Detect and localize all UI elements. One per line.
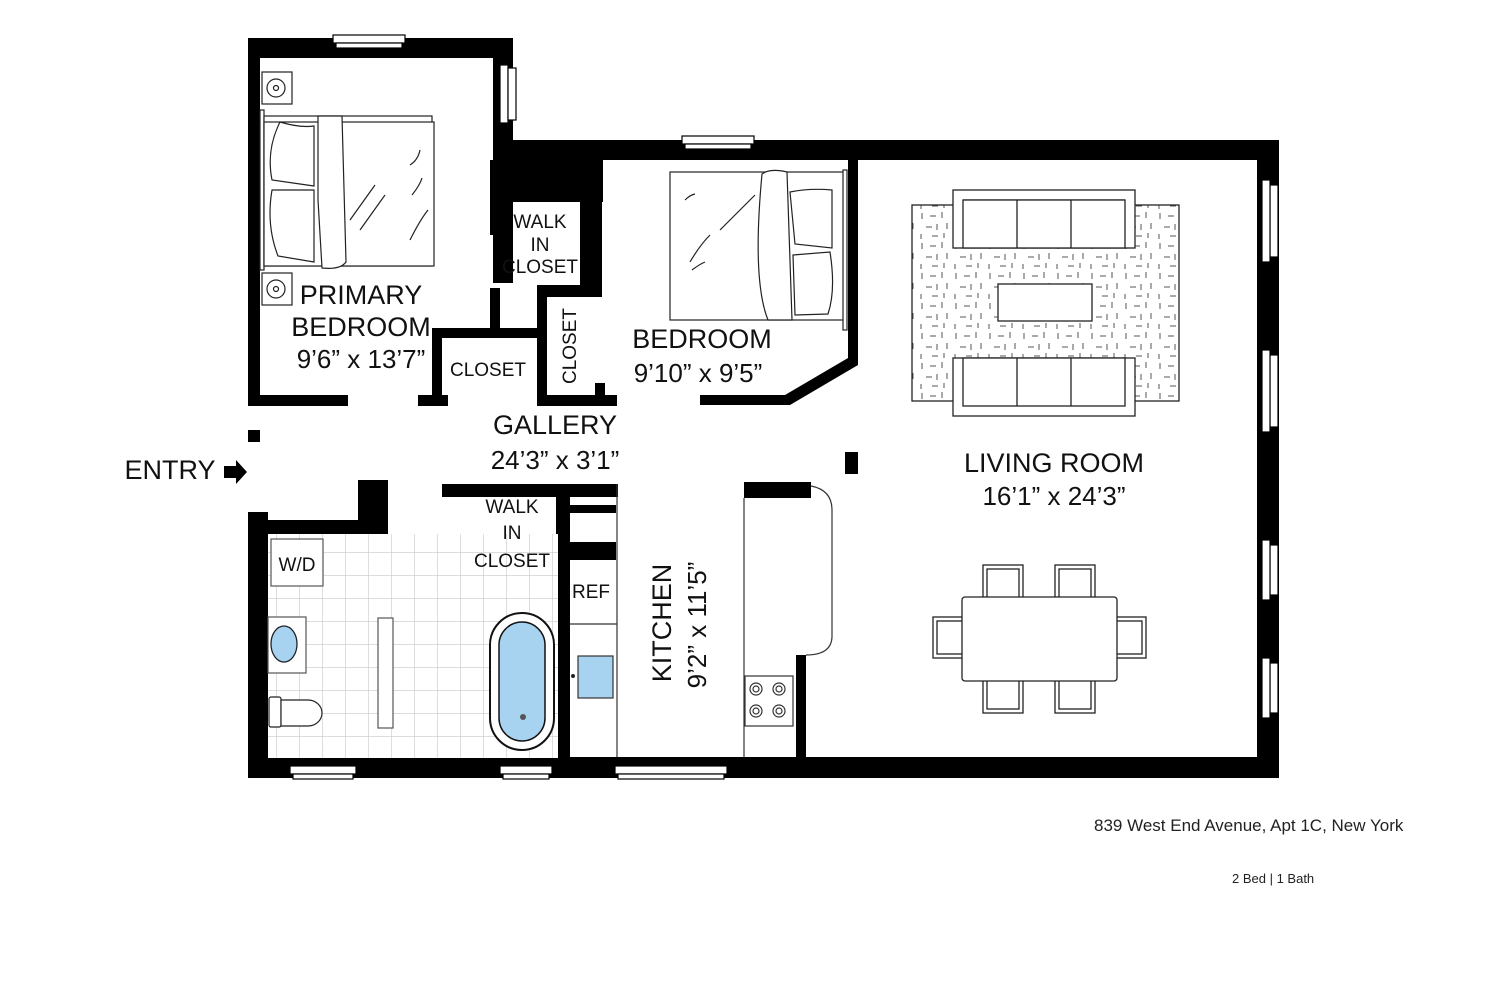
dining-table-icon [932,564,1147,714]
walk-in-closet-lower-1: WALK [485,497,538,518]
entry-label: ENTRY [124,455,215,485]
coffee-table [997,283,1093,322]
kitchen-sink-icon [577,655,614,699]
bedroom-name: BEDROOM [632,324,772,354]
room-labels: ENTRY PRIMARY BEDROOM 9’6” x 13’7” WALK … [124,212,1144,688]
entry-arrow-icon [224,460,247,484]
walk-in-closet-lower-3: CLOSET [474,551,550,572]
windows [289,34,1279,780]
washer-dryer-label: W/D [279,555,316,576]
property-address: 839 West End Avenue, Apt 1C, New York [1094,816,1404,835]
gallery-dimensions: 24’3” x 3’1” [491,445,620,475]
living-room-name: LIVING ROOM [964,448,1144,478]
bedroom-dimensions: 9’10” x 9’5” [634,358,763,388]
walk-in-closet-upper-1: WALK [513,212,566,233]
kitchen-fixtures [570,484,833,757]
primary-bedroom-dimensions: 9’6” x 13’7” [297,344,426,374]
refrigerator-label: REF [572,582,610,603]
walk-in-closet-upper-2: IN [531,235,550,256]
bedroom-bed-icon [669,169,848,331]
closet-vertical-label: CLOSET [560,308,581,384]
toilet-icon [280,699,323,727]
washer-dryer [270,538,324,587]
kitchen-dimensions: 9’2” x 11’5” [682,562,712,689]
primary-bed-icon [259,71,435,306]
bed-bath-summary: 2 Bed | 1 Bath [1232,871,1315,886]
walk-in-closet-upper-3: CLOSET [502,257,578,278]
living-furniture [911,189,1180,714]
walk-in-closet-lower-2: IN [503,523,522,544]
primary-bedroom-name-2: BEDROOM [291,312,431,342]
stove-icon [744,675,794,727]
primary-bedroom-name-1: PRIMARY [300,280,423,310]
kitchen-name: KITCHEN [647,564,677,683]
gallery-name: GALLERY [493,410,617,440]
sink-icon [270,625,298,663]
living-room-dimensions: 16’1” x 24’3” [982,481,1125,511]
closet-left-label: CLOSET [450,360,526,381]
bathroom [267,534,558,758]
